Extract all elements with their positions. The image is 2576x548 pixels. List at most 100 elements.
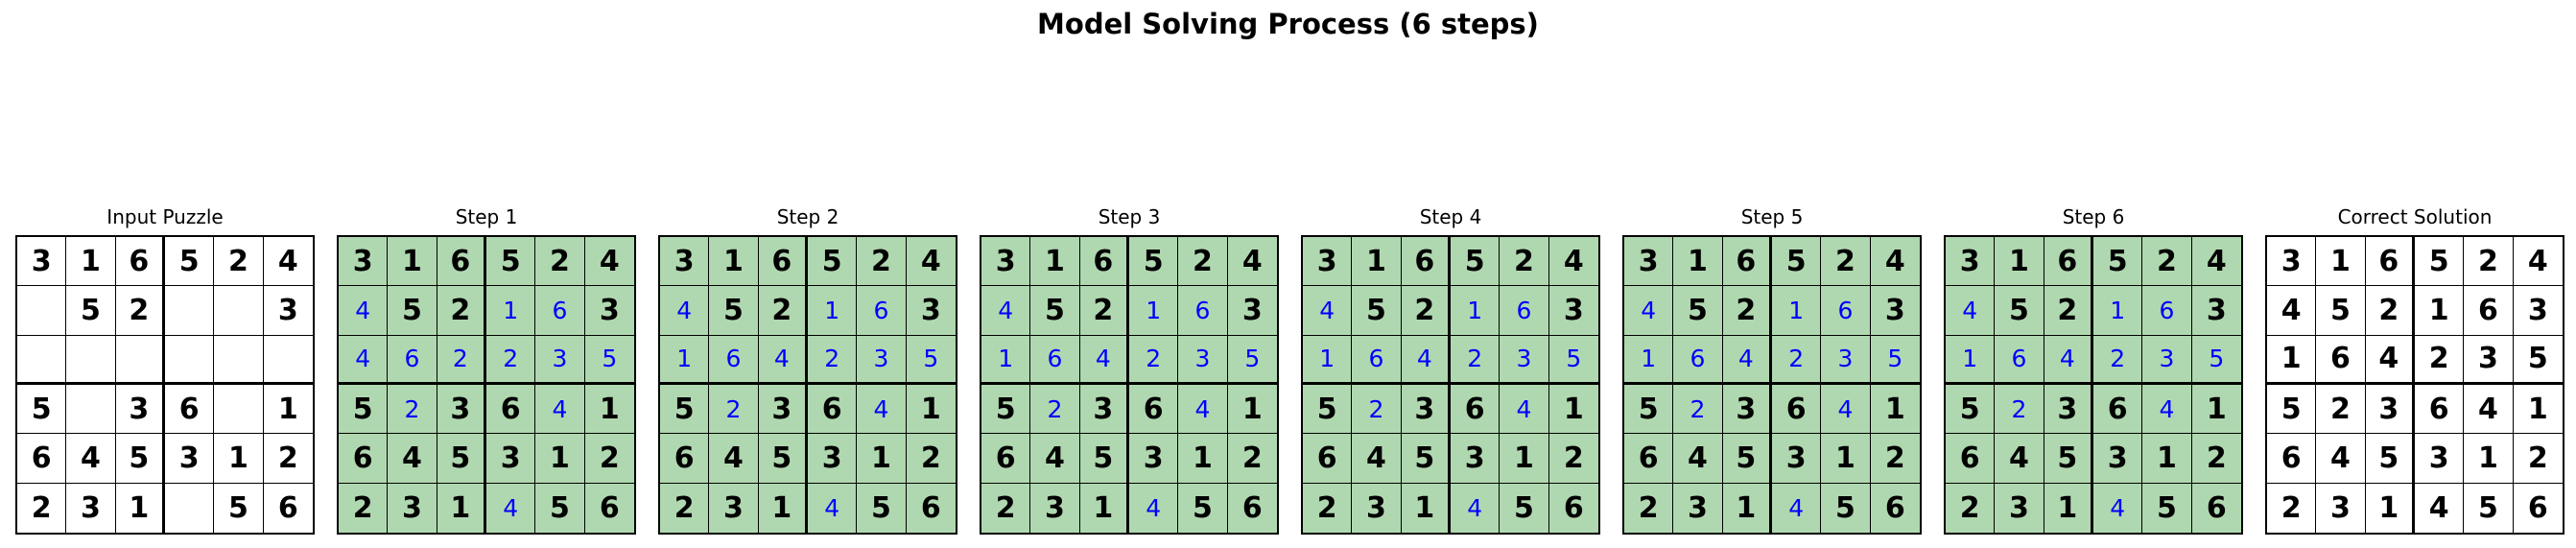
grid-cell: 6	[1771, 384, 1822, 435]
grid-cell: 4	[535, 384, 585, 435]
grid-cell: 3	[339, 237, 389, 287]
grid-cell: 3	[1722, 384, 1772, 435]
grid-cell: 4	[758, 335, 808, 385]
grid-cell: 1	[1548, 384, 1598, 435]
grid-cell: 4	[2513, 237, 2563, 287]
grid-cell: 4	[906, 237, 956, 287]
grid-cell: 4	[1673, 434, 1723, 484]
grid-cell: 5	[485, 237, 536, 287]
grid-cell: 2	[1303, 483, 1353, 533]
grid-cell: 3	[1995, 483, 2044, 533]
grid-cell: 5	[535, 483, 585, 533]
grid-cell: 6	[115, 237, 165, 287]
grid-cell: 1	[1303, 335, 1353, 385]
grid-cell: 3	[709, 483, 759, 533]
grid-cell: 1	[1771, 286, 1822, 336]
grid-cell: 2	[1722, 286, 1772, 336]
grid-cell: 4	[2092, 483, 2143, 533]
grid-cell: 2	[1946, 483, 1996, 533]
grid-cell: 2	[1178, 237, 1228, 287]
grid-cell	[164, 286, 215, 336]
grid-cell: 5	[1450, 237, 1501, 287]
grid-cell: 2	[2464, 237, 2514, 287]
grid-cell: 1	[2366, 483, 2415, 533]
grid-cell: 2	[584, 434, 634, 484]
grid-cell: 3	[2464, 335, 2514, 385]
grid-cell: 6	[1548, 483, 1598, 533]
grid-cell: 6	[2414, 384, 2465, 435]
grid-cell: 3	[1030, 483, 1080, 533]
grid-cell: 5	[2044, 434, 2093, 484]
grid-cell: 4	[1821, 384, 1871, 435]
grid-cell: 4	[1128, 483, 1179, 533]
grid-cell: 5	[2092, 237, 2143, 287]
grid-cell: 1	[116, 483, 165, 533]
grid-cell: 4	[1722, 335, 1772, 385]
grid-cell: 1	[2316, 237, 2366, 287]
grid-cell: 1	[2414, 286, 2465, 336]
grid-cell: 4	[1500, 384, 1549, 435]
grid-cell: 3	[1303, 237, 1353, 287]
grid-cell: 2	[1030, 384, 1080, 435]
grid-cell: 2	[1624, 483, 1674, 533]
grid-cell: 3	[2191, 286, 2241, 336]
grid-cell: 5	[437, 434, 486, 484]
grid-cell: 4	[339, 335, 389, 385]
grid-cell: 3	[2267, 237, 2317, 287]
grid-cell: 2	[2414, 335, 2465, 385]
grid-cell: 5	[906, 335, 956, 385]
grid-cell: 2	[1821, 237, 1871, 287]
grid-cell: 2	[1500, 237, 1549, 287]
grid-cell: 1	[2464, 434, 2514, 484]
grid-cell: 1	[1624, 335, 1674, 385]
grid-cell: 5	[388, 286, 437, 336]
grid-cell: 4	[485, 483, 536, 533]
grid-cell: 5	[1079, 434, 1129, 484]
grid-cell: 2	[807, 335, 858, 385]
grid-cell: 4	[2142, 384, 2192, 435]
grid-cell: 1	[2092, 286, 2143, 336]
grid-cell: 5	[660, 384, 710, 435]
grid-cell: 1	[1870, 384, 1920, 435]
grid-cell: 3	[660, 237, 710, 287]
grid-cell	[165, 483, 215, 533]
grid-cell: 3	[1821, 335, 1871, 385]
grid-cell: 5	[1673, 286, 1723, 336]
grid-cell: 1	[660, 335, 710, 385]
grid-cell: 1	[1450, 286, 1501, 336]
panel-title: Step 5	[1740, 205, 1804, 228]
grid-cell: 5	[66, 286, 116, 336]
grid-cell: 4	[1178, 384, 1228, 435]
grid-cell: 2	[906, 434, 956, 484]
grid-cell	[164, 335, 215, 385]
grid-cell: 6	[1673, 335, 1723, 385]
grid-cell: 1	[1128, 286, 1179, 336]
grid-cell: 3	[758, 384, 808, 435]
grid-cell: 3	[535, 335, 585, 385]
grid-cell: 3	[1178, 335, 1228, 385]
grid-cell: 5	[981, 384, 1031, 435]
grid-cell: 4	[1548, 237, 1598, 287]
grid-cell: 4	[2365, 335, 2415, 385]
grid-cell: 2	[857, 237, 907, 287]
grid-cell: 1	[906, 384, 956, 435]
grid-cell: 6	[1870, 483, 1920, 533]
grid-cell	[66, 335, 116, 385]
grid-cell: 4	[1227, 237, 1277, 287]
grid-cell: 5	[758, 434, 808, 484]
grid-cell: 3	[2044, 384, 2093, 435]
grid-cell: 1	[1227, 384, 1277, 435]
grid-cell: 6	[709, 335, 759, 385]
grid-cell: 3	[437, 384, 486, 435]
grid-cell: 3	[2316, 483, 2366, 533]
grid-cell: 5	[115, 434, 165, 484]
grid-cell: 3	[2092, 434, 2143, 484]
grid-cell: 5	[807, 237, 858, 287]
grid-cell: 3	[1227, 286, 1277, 336]
grid-cell: 5	[1624, 384, 1674, 435]
